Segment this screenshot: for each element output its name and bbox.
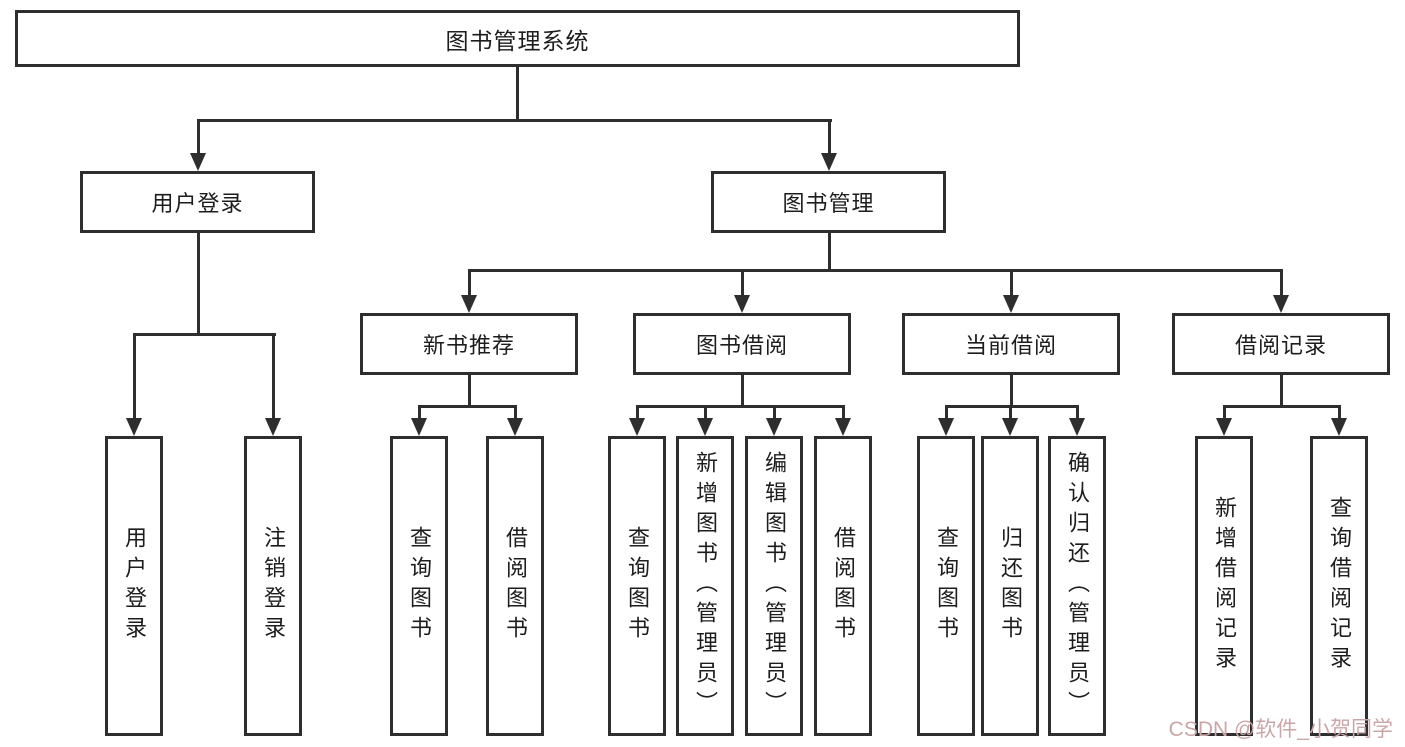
node-label: 图书管理系统 — [445, 27, 590, 54]
node-label: 查询借阅记录 — [1327, 496, 1352, 676]
node-book-borrowing: 图书借阅 — [633, 313, 851, 375]
node-borrow-books: 借阅图书 — [486, 436, 544, 736]
connector-line — [828, 119, 831, 155]
arrow-down-icon — [697, 418, 713, 436]
connector-line — [945, 405, 1079, 408]
connector-line — [636, 405, 845, 408]
connector-line — [468, 269, 471, 298]
node-label: 图书管理 — [782, 191, 875, 216]
connector-line — [1223, 405, 1226, 421]
connector-line — [1338, 405, 1341, 421]
connector-line — [828, 233, 831, 272]
node-label: 新书推荐 — [422, 333, 515, 358]
connector-line — [1009, 405, 1012, 421]
arrow-down-icon — [411, 418, 427, 436]
connector-line — [1076, 405, 1079, 421]
node-library-system: 图书管理系统 — [15, 10, 1020, 67]
watermark: CSDN @软件_小贺同学 — [1168, 718, 1393, 741]
node-confirm-return-admin: 确认归还（管理员） — [1048, 436, 1106, 736]
arrow-down-icon — [190, 153, 206, 171]
node-current-borrowing: 当前借阅 — [902, 313, 1120, 375]
connector-line — [197, 233, 200, 336]
arrow-down-icon — [821, 153, 837, 171]
node-label: 查询图书 — [625, 526, 650, 646]
node-label: 当前借阅 — [964, 333, 1057, 358]
arrow-down-icon — [1216, 418, 1232, 436]
arrow-down-icon — [1331, 418, 1347, 436]
connector-line — [468, 375, 471, 408]
connector-line — [133, 333, 276, 336]
node-user-login-leaf: 用户登录 — [105, 436, 163, 736]
connector-line — [514, 405, 517, 421]
arrow-down-icon — [1003, 295, 1019, 313]
node-label: 确认归还（管理员） — [1065, 451, 1090, 721]
node-borrow-books: 借阅图书 — [814, 436, 872, 736]
connector-line — [418, 405, 421, 421]
node-label: 用户登录 — [122, 526, 147, 646]
node-user-login: 用户登录 — [80, 171, 315, 233]
connector-line — [704, 405, 707, 421]
arrow-down-icon — [766, 418, 782, 436]
node-add-book-admin: 新增图书（管理员） — [676, 436, 734, 736]
node-label: 图书借阅 — [695, 333, 788, 358]
node-label: 借阅图书 — [831, 526, 856, 646]
node-new-book-recommendation: 新书推荐 — [360, 313, 578, 375]
connector-line — [197, 119, 832, 122]
arrow-down-icon — [629, 418, 645, 436]
connector-line — [741, 375, 744, 408]
node-label: 借阅记录 — [1234, 333, 1327, 358]
connector-line — [842, 405, 845, 421]
arrow-down-icon — [1002, 418, 1018, 436]
node-label: 查询图书 — [934, 526, 959, 646]
connector-line — [133, 333, 136, 421]
arrow-down-icon — [507, 418, 523, 436]
connector-line — [945, 405, 948, 421]
node-label: 注销登录 — [261, 526, 286, 646]
arrow-down-icon — [1069, 418, 1085, 436]
arrow-down-icon — [126, 418, 142, 436]
node-query-books: 查询图书 — [608, 436, 666, 736]
node-logout: 注销登录 — [244, 436, 302, 736]
connector-line — [1010, 269, 1013, 298]
node-query-books: 查询图书 — [917, 436, 975, 736]
node-label: 借阅图书 — [503, 526, 528, 646]
node-borrowing-records: 借阅记录 — [1172, 313, 1390, 375]
arrow-down-icon — [734, 295, 750, 313]
connector-line — [418, 405, 517, 408]
node-add-borrow-record: 新增借阅记录 — [1195, 436, 1253, 736]
connector-line — [773, 405, 776, 421]
connector-line — [197, 119, 200, 155]
node-label: 编辑图书（管理员） — [762, 451, 787, 721]
arrow-down-icon — [265, 418, 281, 436]
node-query-books: 查询图书 — [390, 436, 448, 736]
node-label: 新增图书（管理员） — [693, 451, 718, 721]
connector-line — [636, 405, 639, 421]
connector-line — [741, 269, 744, 298]
arrow-down-icon — [461, 295, 477, 313]
connector-line — [1010, 375, 1013, 408]
node-label: 查询图书 — [407, 526, 432, 646]
connector-line — [516, 66, 519, 122]
node-query-borrow-record: 查询借阅记录 — [1310, 436, 1368, 736]
connector-line — [1223, 405, 1341, 408]
arrow-down-icon — [938, 418, 954, 436]
node-label: 新增借阅记录 — [1212, 496, 1237, 676]
node-return-books: 归还图书 — [981, 436, 1039, 736]
node-book-management: 图书管理 — [711, 171, 946, 233]
node-label: 用户登录 — [151, 191, 244, 216]
connector-line — [468, 269, 1283, 272]
node-label: 归还图书 — [998, 526, 1023, 646]
connector-line — [272, 333, 275, 421]
connector-line — [1280, 269, 1283, 298]
node-edit-book-admin: 编辑图书（管理员） — [745, 436, 803, 736]
arrow-down-icon — [835, 418, 851, 436]
connector-line — [1280, 375, 1283, 408]
arrow-down-icon — [1273, 295, 1289, 313]
